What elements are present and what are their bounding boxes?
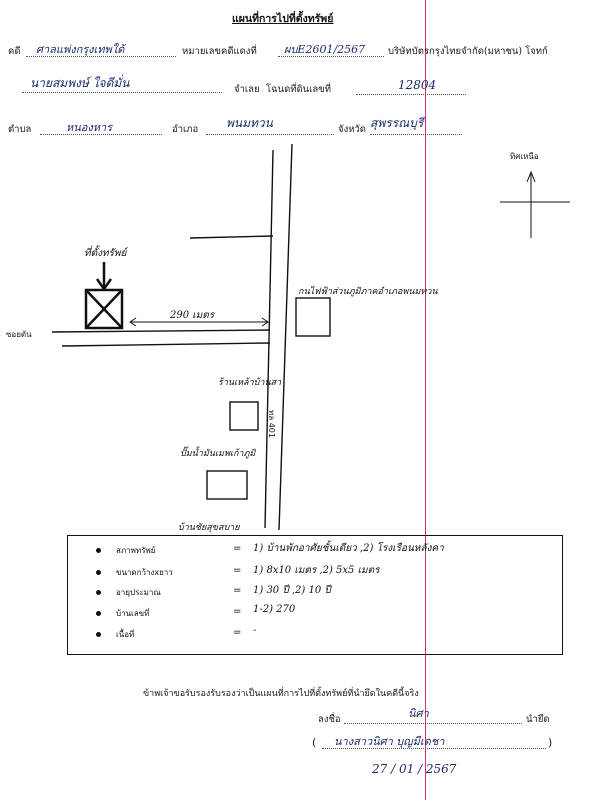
detail-label: เนื้อที่	[116, 630, 135, 639]
tambon-dotline	[40, 134, 162, 135]
case-label: คดี	[8, 46, 21, 57]
distance-arrow-right-head	[261, 317, 269, 327]
north-arrow-head	[526, 170, 536, 183]
bullet-icon	[96, 632, 101, 637]
plaintiff: บริษัทบัตรกรุงไทยจำกัด(มหาชน) โจทก์	[388, 46, 548, 57]
main-road-left-edge	[264, 149, 274, 529]
defendant-dotline	[22, 92, 222, 93]
property-pointer-head	[95, 278, 113, 292]
main-road-right-edge	[278, 143, 293, 531]
detail-row-size: ขนาดกว้างxยาว = 1) 8x10 เมตร ,2) 5x5 เมต…	[68, 565, 562, 582]
name-close-paren: )	[548, 736, 553, 749]
black-case-dotline	[278, 56, 384, 57]
province: สุพรรณบุรี	[370, 116, 424, 130]
case-dotline	[26, 56, 176, 57]
soi-road-top	[51, 329, 271, 333]
landmark-4-label: บ้านชัยสุขสบาย	[178, 523, 240, 533]
detail-row-age: อายุประมาณ = 1) 30 ปี ,2) 10 ปี	[68, 585, 562, 602]
detail-equals: =	[233, 585, 242, 596]
province-dotline	[370, 134, 462, 135]
landmark-box-1	[295, 297, 331, 337]
margin-rule	[425, 0, 426, 800]
amphoe-label: อำเภอ	[172, 124, 199, 135]
signature: นิศา	[408, 707, 429, 720]
amphoe-dotline	[206, 134, 334, 135]
deed-no: 12804	[398, 78, 437, 92]
landmark-2-label: ร้านเหล้าบ้านสา	[218, 378, 282, 388]
property-details-box: สภาพทรัพย์ = 1) บ้านพักอาศัยชั้นเดียว ,2…	[67, 535, 563, 655]
document-title: แผนที่การไปที่ตั้งทรัพย์	[232, 13, 334, 25]
detail-equals: =	[233, 565, 242, 576]
bullet-icon	[96, 570, 101, 575]
detail-row-house-no: บ้านเลขที่ = 1-2) 270	[68, 604, 562, 623]
full-name: นางสาวนิศา บุญมีเดชา	[334, 735, 445, 748]
landmark-1-label: กนไฟฟ้าส่วนภูมิภาคอำเภอพนมทวน	[298, 287, 438, 297]
black-case-label: หมายเลขคดีแดงที่	[182, 46, 257, 57]
deed-dotline	[356, 94, 466, 95]
sign-role: นำยึด	[526, 714, 550, 725]
property-label: ที่ตั้งทรัพย์	[84, 248, 127, 259]
detail-value: -	[253, 625, 257, 636]
detail-value: 1) บ้านพักอาศัยชั้นเดียว ,2) โรงเรือนหลั…	[253, 543, 444, 554]
road-label: ทล 401	[267, 410, 276, 438]
detail-label: อายุประมาณ	[116, 588, 161, 597]
side-road-stub	[189, 235, 274, 239]
bullet-icon	[96, 590, 101, 595]
deed-label: โฉนดที่ดินเลขที่	[266, 84, 331, 95]
detail-row-condition: สภาพทรัพย์ = 1) บ้านพักอาศัยชั้นเดียว ,2…	[68, 543, 562, 560]
detail-value: 1) 8x10 เมตร ,2) 5x5 เมตร	[253, 565, 380, 576]
detail-equals: =	[233, 543, 242, 554]
black-case-no: ผบE2601/2567	[284, 43, 366, 56]
tambon: หนองหาร	[66, 121, 113, 134]
bullet-icon	[96, 611, 101, 616]
certification-statement: ข้าพเจ้าขอรับรองรับรองว่าเป็นแผนที่การไป…	[143, 689, 419, 699]
case-court: ศาลแพ่งกรุงเทพใต้	[36, 43, 125, 56]
landmark-box-3	[206, 470, 248, 500]
defendant-label: จำเลย	[234, 84, 260, 95]
province-label: จังหวัด	[338, 124, 366, 135]
sign-date: 27 / 01 / 2567	[372, 762, 457, 776]
detail-equals: =	[233, 627, 242, 638]
bullet-icon	[96, 548, 101, 553]
distance-arrow-left-head	[129, 317, 137, 327]
detail-row-area: เนื้อที่ = -	[68, 625, 562, 644]
left-road-label: ซอยตัน	[6, 330, 32, 339]
soi-road-bottom	[61, 342, 271, 347]
property-x-2	[85, 289, 123, 329]
tambon-label: ตำบล	[8, 124, 32, 135]
defendant-name: นายสมพงษ์ ใจดีมั่น	[30, 76, 130, 90]
name-open-paren: (	[312, 736, 317, 749]
sign-label: ลงชื่อ	[318, 714, 341, 725]
detail-label: ขนาดกว้างxยาว	[116, 568, 173, 577]
detail-equals: =	[233, 606, 242, 617]
name-dotline	[322, 748, 546, 749]
north-label: ทิศเหนือ	[510, 152, 539, 161]
detail-label: สภาพทรัพย์	[116, 546, 156, 555]
landmark-3-label: ปั๊มน้ำมันเมพเก้าภูมิ	[180, 449, 256, 459]
landmark-box-2	[229, 401, 259, 431]
amphoe: พนมทวน	[226, 116, 273, 130]
sign-dotline	[344, 723, 522, 724]
detail-value: 1) 30 ปี ,2) 10 ปี	[253, 585, 331, 596]
detail-value: 1-2) 270	[253, 604, 296, 615]
detail-label: บ้านเลขที่	[116, 609, 150, 618]
distance-label: 290 เมตร	[170, 310, 215, 321]
